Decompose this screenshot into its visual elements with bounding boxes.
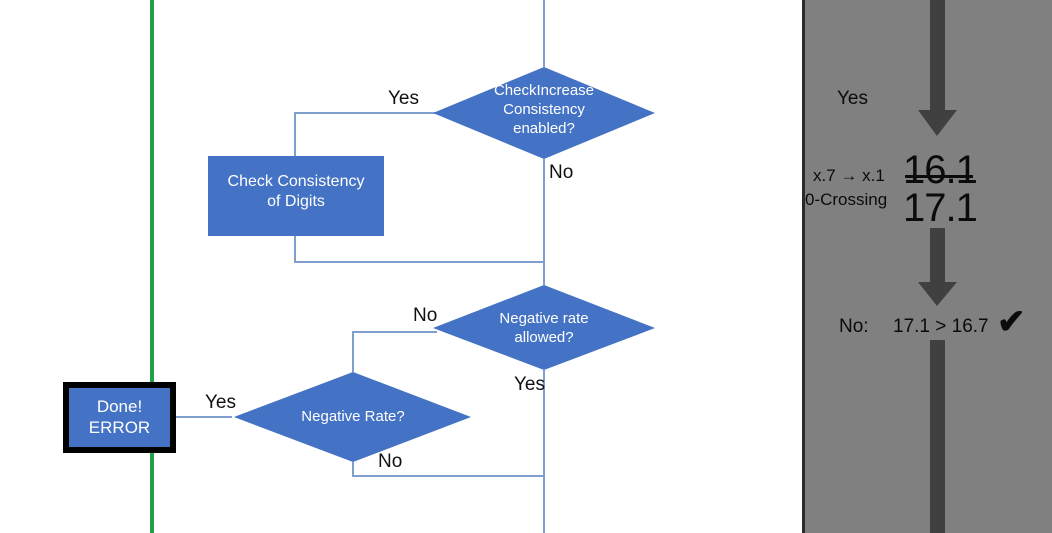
edge-label-negative-rate-no: No xyxy=(378,451,403,472)
node-label-negative-rate-allowed: Negative rate allowed? xyxy=(499,310,589,346)
panel-comparison: 17.1 > 16.7 xyxy=(893,316,989,337)
panel-arrow-graphics xyxy=(918,0,957,533)
panel-value-new: 17.1 xyxy=(903,186,978,230)
connector-check-increase-yes xyxy=(294,112,437,156)
panel-no-label: No: xyxy=(839,316,869,337)
down-arrow-icon-1 xyxy=(918,0,957,136)
panel-value-old-strikethrough xyxy=(905,175,973,178)
edge-label-check-increase-no: No xyxy=(549,162,574,183)
check-mark-icon: ✔ xyxy=(997,303,1026,341)
node-label-done-error: Done! ERROR xyxy=(88,397,151,438)
connector-negative-rate-no xyxy=(352,462,544,477)
edge-label-negative-rate-allowed-no: No xyxy=(413,305,438,326)
panel-conversion-label: x.7 → x.1 xyxy=(813,166,885,185)
node-done-error[interactable] xyxy=(63,382,176,453)
down-arrow-icon-2 xyxy=(918,228,957,306)
edge-label-negative-rate-yes: Yes xyxy=(205,392,236,413)
node-negative-rate[interactable] xyxy=(234,372,471,462)
edge-label-check-increase-yes: Yes xyxy=(388,88,419,109)
node-label-check-consistency-of-digits: Check Consistency of Digits xyxy=(227,173,365,210)
node-check-consistency-of-digits[interactable] xyxy=(208,156,384,236)
panel-yes-label: Yes xyxy=(837,88,868,109)
panel-value-old: 16.1 xyxy=(903,148,978,192)
arrow-stem-3 xyxy=(930,340,945,533)
connector-digits-box-return xyxy=(294,236,544,263)
node-label-negative-rate: Negative Rate? xyxy=(301,408,405,425)
annotation-panel: Yes x.7 → x.1 0-Crossing 16.1 17.1 No: 1… xyxy=(802,0,1052,533)
node-label-check-increase-consistency: CheckIncrease Consistency enabled? xyxy=(493,82,595,137)
connector-negative-rate-allowed-no xyxy=(352,331,437,372)
edge-label-negative-rate-allowed-yes: Yes xyxy=(514,374,545,395)
node-check-increase-consistency[interactable] xyxy=(433,67,655,159)
panel-zero-crossing-label: 0-Crossing xyxy=(805,190,888,209)
node-negative-rate-allowed[interactable] xyxy=(433,285,655,370)
